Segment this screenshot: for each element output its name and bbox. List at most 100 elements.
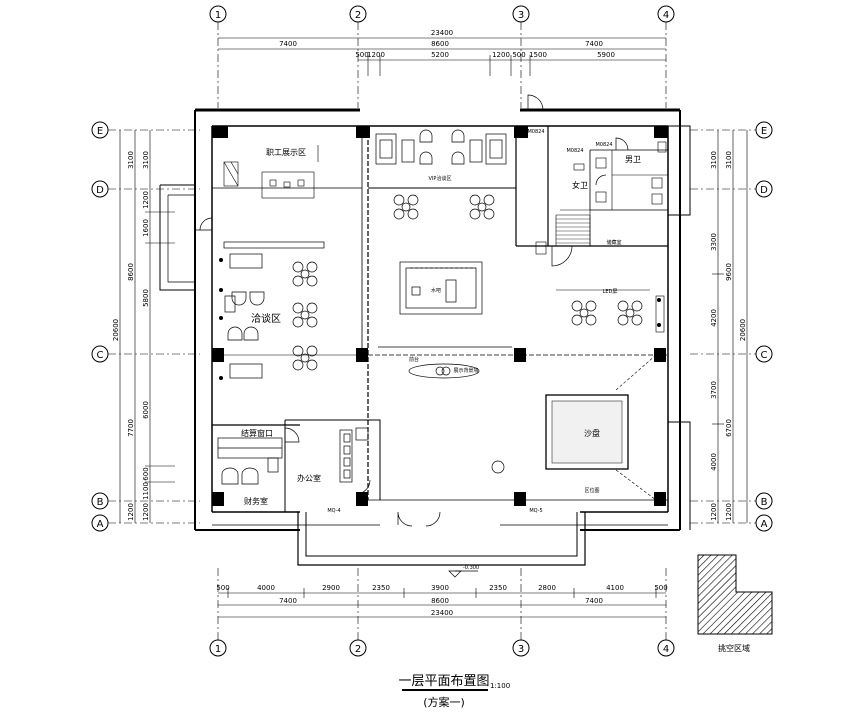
room-label-bar: 水吧 — [431, 287, 441, 294]
dim-bot-r2-3: 7400 — [585, 597, 603, 605]
axis-label-2: 2 — [355, 10, 361, 21]
dim-left-outer-7: 1200 — [142, 503, 150, 521]
top-dimensions — [217, 22, 667, 108]
dim-bot-r1-1: 500 — [216, 584, 229, 592]
axis-label-E-right: E — [761, 126, 767, 137]
drawing-subtitle: (方案一) — [423, 695, 465, 709]
negotiation-tables — [223, 194, 643, 379]
room-label-storage: 储藏室 — [606, 239, 621, 246]
columns — [212, 126, 668, 506]
dim-top-r3-5: 500 — [512, 51, 525, 59]
door-tag-3: M0824 — [595, 142, 612, 148]
dim-top-r3-6: 1500 — [529, 51, 547, 59]
elevation-marker: -0.300 — [448, 565, 479, 578]
dim-bot-total: 23400 — [431, 609, 453, 617]
elevation-label: -0.300 — [463, 565, 479, 571]
dim-top-r2-1: 7400 — [279, 40, 297, 48]
axis-bubbles-right: E D C B A — [755, 121, 773, 532]
legend-void-label: 挑空区域 — [718, 643, 750, 653]
restroom-fixtures — [573, 141, 667, 205]
drawing-scale: 1:100 — [490, 682, 510, 690]
axis-label-1-bottom: 1 — [215, 644, 221, 655]
dim-top-r3-7: 5900 — [597, 51, 615, 59]
room-label-zone-sign: 区位图 — [584, 487, 599, 494]
room-label-vip: VIP洽谈区 — [429, 175, 452, 182]
dim-right-total: 20600 — [739, 319, 747, 341]
room-label-office: 办公室 — [297, 473, 321, 483]
door-tag-mq4: MQ-4 — [327, 508, 340, 514]
dim-left-outer-5: 600 — [142, 467, 150, 480]
axis-label-D: D — [96, 185, 104, 196]
dim-left-outer-1: 3100 — [142, 151, 150, 169]
axis-label-B-right: B — [761, 497, 768, 508]
axis-label-2-bottom: 2 — [355, 644, 361, 655]
legend-void-area — [697, 554, 773, 635]
dim-right-mid-3: 6700 — [725, 419, 733, 437]
dim-left-outer-6: 1100 — [142, 482, 150, 500]
dim-bot-r1-2: 4000 — [257, 584, 275, 592]
dim-bot-r1-8: 4100 — [606, 584, 624, 592]
dim-top-r3-4: 1200 — [492, 51, 510, 59]
dim-left-inner-1: 6000 — [142, 401, 150, 419]
room-label-finance: 财务室 — [244, 496, 268, 506]
dim-left-mid-2: 8600 — [127, 263, 135, 281]
dim-right-inner-6: 1200 — [710, 503, 718, 521]
axis-label-3-bottom: 3 — [518, 644, 524, 655]
room-label-led: LED屏 — [603, 289, 618, 295]
door-tag-mq5: MQ-5 — [529, 508, 542, 514]
axis-label-A-right: A — [761, 519, 768, 530]
axis-bubbles-top: 1 2 3 4 — [209, 5, 675, 23]
dim-right-mid-4: 1200 — [725, 503, 733, 521]
dim-right-mid-1: 3100 — [725, 151, 733, 169]
axis-bubbles-bottom: 1 2 3 4 — [209, 639, 675, 657]
staff-display-fixtures — [223, 145, 319, 199]
dim-top-r2-2: 8600 — [431, 40, 449, 48]
dim-left-total: 20600 — [112, 319, 120, 341]
dim-left-outer-3: 1600 — [142, 219, 150, 237]
storage-fixtures — [535, 241, 665, 501]
door-tag-2: M0824 — [566, 148, 583, 154]
vip-lounge-furniture — [375, 129, 507, 165]
dim-bot-r1-5: 3900 — [431, 584, 449, 592]
dim-left-outer-4: 5800 — [142, 289, 150, 307]
room-label-sand-table: 沙盘 — [584, 428, 600, 438]
dim-top-r3-3: 5200 — [431, 51, 449, 59]
dim-bot-r2-2: 8600 — [431, 597, 449, 605]
axis-label-1: 1 — [215, 10, 221, 21]
dim-bot-r2-1: 7400 — [279, 597, 297, 605]
dim-left-mid-4: 1200 — [127, 503, 135, 521]
axis-label-E: E — [97, 126, 103, 137]
axis-label-D-right: D — [760, 185, 768, 196]
dim-top-r3-1: 500 — [355, 51, 368, 59]
dim-left-mid-1: 3100 — [127, 151, 135, 169]
dim-bot-r1-3: 2900 — [322, 584, 340, 592]
wall-markers — [219, 258, 661, 380]
dim-bot-r1-6: 2350 — [489, 584, 507, 592]
left-dimensions — [108, 129, 200, 524]
dim-top-total: 23400 — [431, 29, 453, 37]
axis-bubbles-left: E D C B A — [91, 121, 109, 532]
dim-bot-r1-9: 500 — [654, 584, 667, 592]
building-walls — [159, 108, 691, 566]
room-label-staff-display: 职工展示区 — [266, 148, 306, 157]
reception-desk — [378, 261, 512, 379]
dim-bot-r1-4: 2350 — [372, 584, 390, 592]
room-label-men-wc: 男卫 — [625, 155, 641, 164]
dim-top-r3-2: 1200 — [367, 51, 385, 59]
dim-bot-r1-7: 2800 — [538, 584, 556, 592]
finance-fixtures — [217, 427, 505, 485]
axis-label-A: A — [97, 519, 104, 530]
axis-label-4-bottom: 4 — [663, 644, 669, 655]
doors — [195, 94, 629, 527]
dim-right-inner-1: 3100 — [710, 151, 718, 169]
dim-left-outer-2: 1200 — [142, 191, 150, 209]
dim-left-mid-3: 7700 — [127, 419, 135, 437]
dim-top-r2-3: 7400 — [585, 40, 603, 48]
room-label-reception: 前台 — [409, 356, 419, 363]
bottom-dimensions — [217, 568, 667, 640]
drawing-title: 一层平面布置图 — [398, 674, 489, 689]
door-tag-1: M0824 — [527, 129, 544, 135]
axis-label-4: 4 — [663, 10, 669, 21]
axis-label-C-right: C — [761, 350, 768, 361]
